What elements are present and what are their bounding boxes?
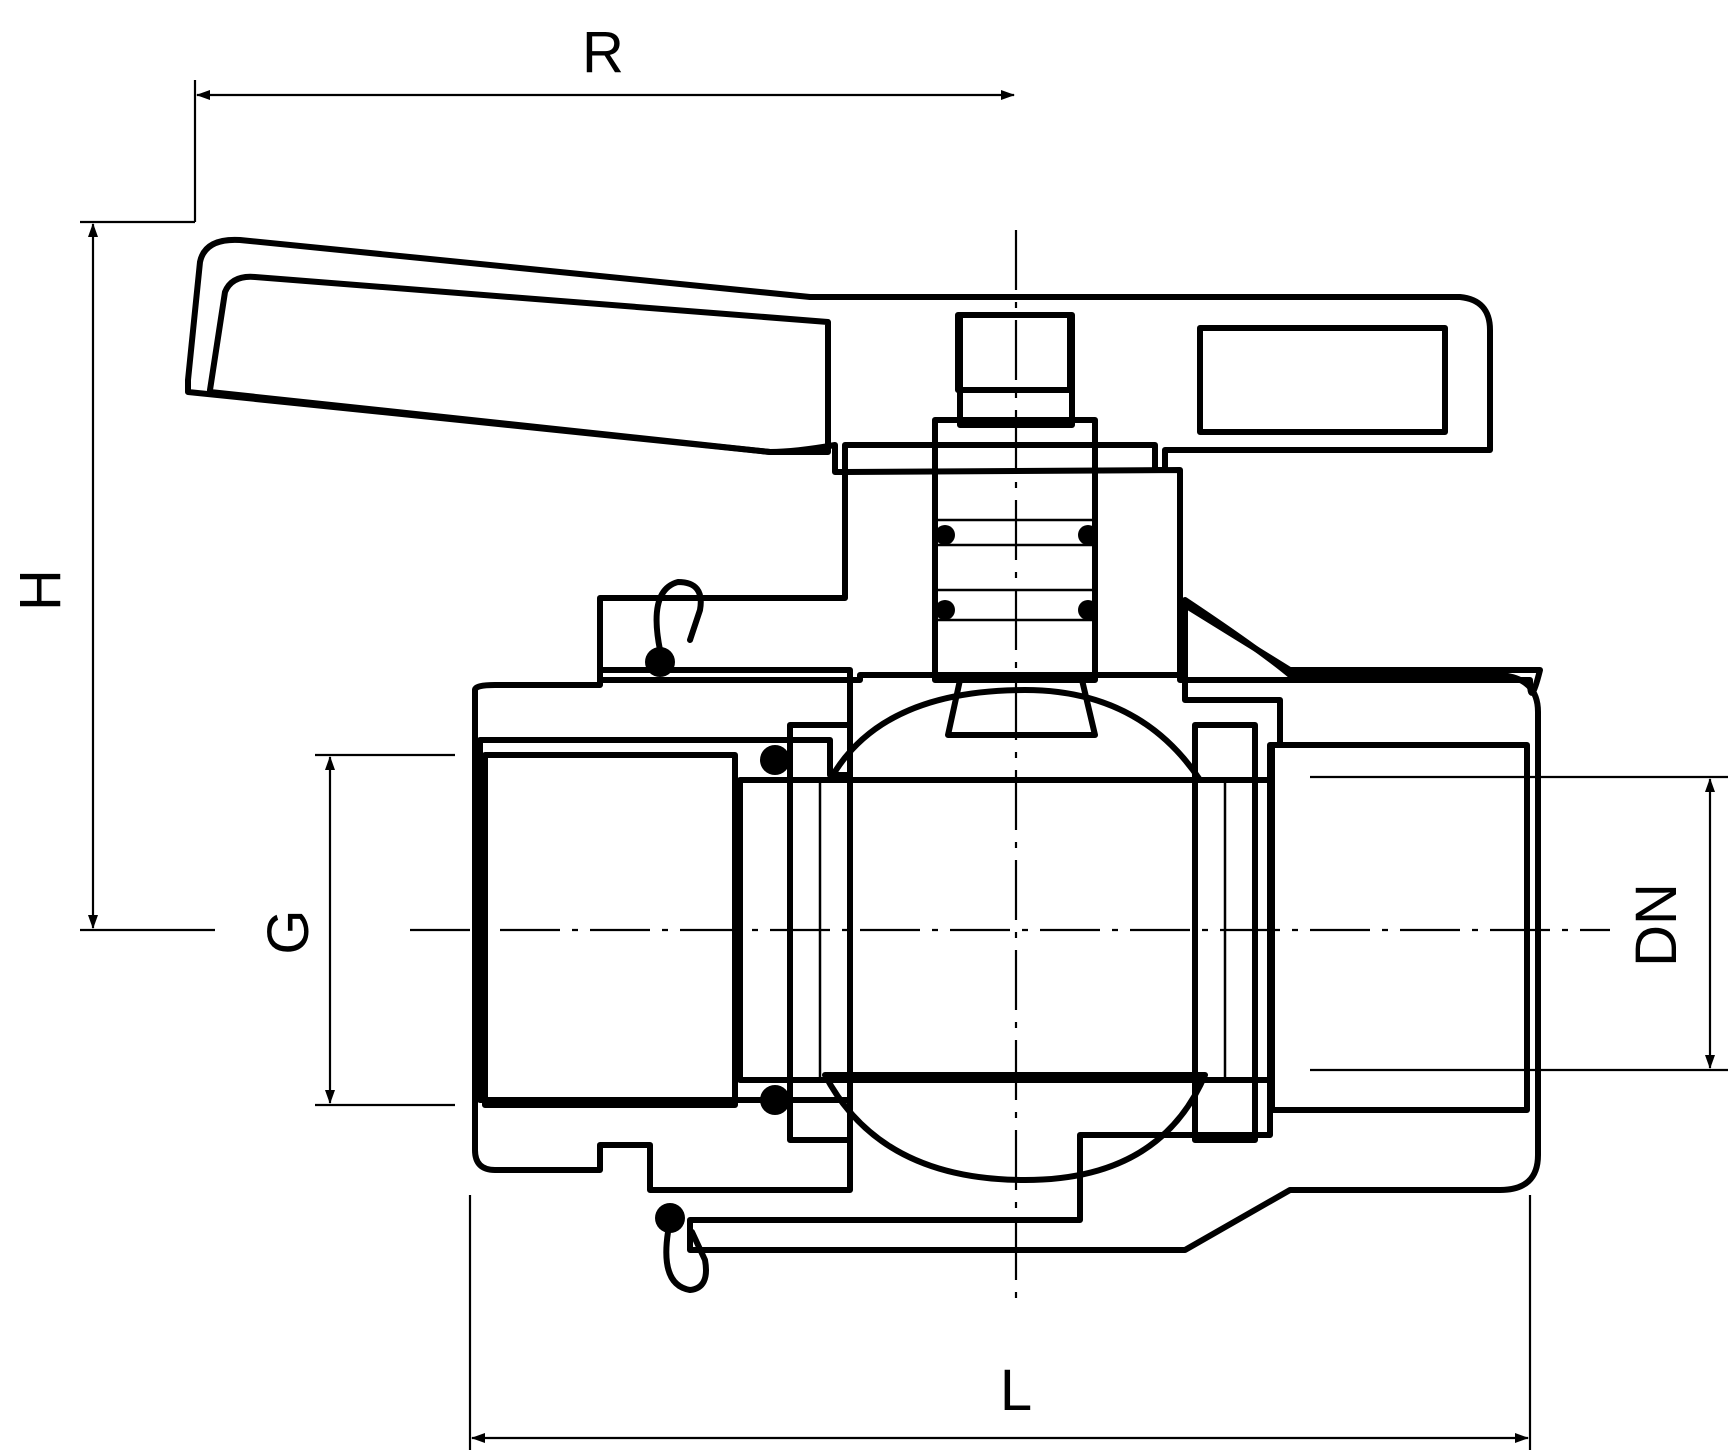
body-left-end [472, 667, 853, 1193]
retaining-clip-top [653, 579, 704, 653]
body-right-half [687, 597, 1541, 1253]
stem-oring-bl [935, 600, 955, 620]
seals [645, 579, 790, 1293]
body-neck [597, 467, 1543, 696]
oring-upper-clip [645, 647, 675, 677]
ball-bottom [822, 1072, 1208, 1183]
lever-handle [185, 236, 1493, 475]
ball-top [827, 687, 1203, 783]
dimensions: R H G DN L [8, 20, 1728, 1450]
lever-grip-void-left [207, 273, 831, 455]
dim-dn-label: DN [1624, 883, 1689, 967]
dim-r-label: R [582, 20, 624, 85]
dim-l-label: L [1000, 1358, 1032, 1423]
lever-void-right [1197, 325, 1448, 435]
center-lines [410, 230, 1610, 1310]
retaining-clip-bottom [663, 1229, 709, 1293]
stem-oring-br [1078, 600, 1098, 620]
oring-left-seat-top [760, 745, 790, 775]
valve-body [472, 467, 1543, 1253]
oring-left-seat-bottom [760, 1085, 790, 1115]
dim-g-label: G [256, 909, 321, 954]
oring-lower-clip [655, 1203, 685, 1233]
dim-h-label: H [8, 569, 73, 611]
bore [482, 742, 1530, 1113]
stem-oring-tr [1078, 525, 1098, 545]
stem-oring-tl [935, 525, 955, 545]
right-thread-bore [1269, 742, 1530, 1113]
lever-hub-void [955, 312, 1073, 393]
lever-outer [185, 236, 1493, 475]
